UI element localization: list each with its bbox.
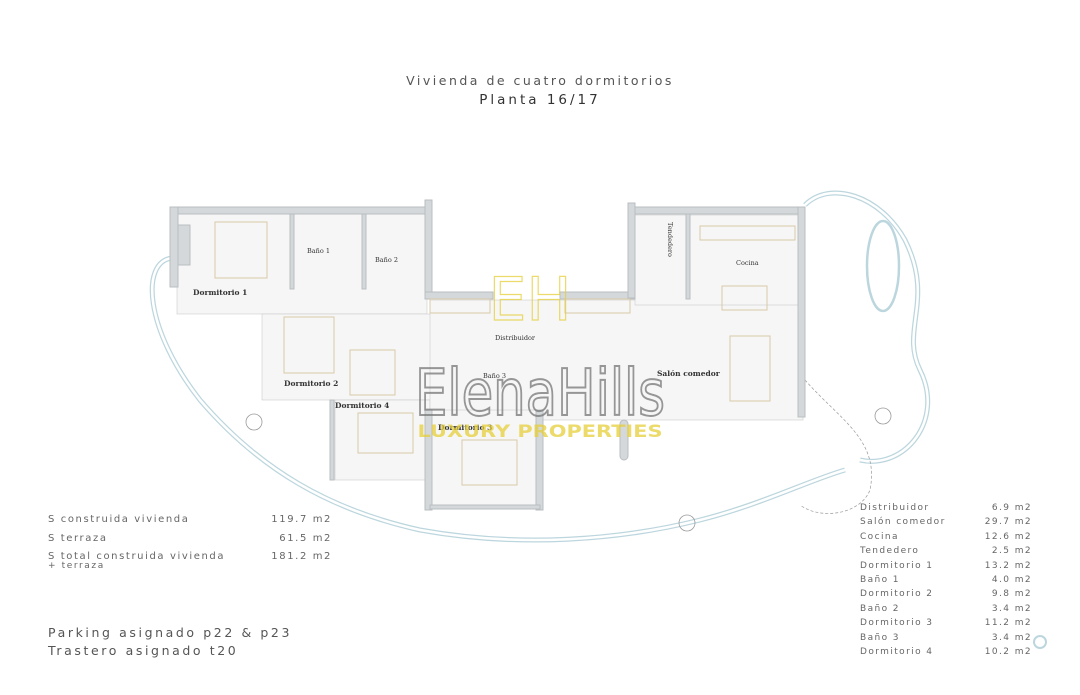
area-value: 4.0 m2: [991, 575, 1032, 585]
area-label: Distribuidor: [860, 503, 930, 513]
area-label: Dormitorio 4: [860, 647, 934, 657]
area-value: 9.8 m2: [991, 589, 1032, 600]
room-label-dormitorio1: Dormitorio 1: [193, 288, 247, 297]
summary-label: S terraza: [48, 533, 108, 544]
terrace-outline-right: [803, 190, 931, 464]
area-label: Cocina: [860, 531, 899, 542]
room-label-bano3: Baño 3: [483, 372, 506, 380]
area-label: Dormitorio 3: [860, 618, 934, 629]
planter: [865, 219, 901, 313]
terrace-dashed-edge: [799, 379, 872, 514]
area-label: Tendedero: [860, 546, 920, 557]
area-value: 2.5 m2: [991, 546, 1032, 557]
area-label: Salón comedor: [860, 517, 946, 528]
summary-value: 119.7 m2: [271, 514, 332, 525]
area-label: Baño 2: [860, 603, 900, 614]
summary-value: 181.2 m2: [271, 551, 332, 562]
summary-label-cont: + terraza: [48, 561, 105, 571]
room-label-dormitorio3: Dormitorio 3: [438, 423, 492, 432]
area-label: Dormitorio 1: [860, 560, 934, 571]
room-label-cocina: Cocina: [736, 259, 759, 267]
room-label-distribuidor: Distribuidor: [495, 334, 536, 342]
room-label-dormitorio4: Dormitorio 4: [335, 401, 389, 410]
area-value: 6.9 m2: [991, 503, 1032, 513]
furniture: [214, 221, 796, 486]
area-label: Baño 3: [860, 632, 900, 643]
svg-text:LUXURY PROPERTIES: LUXURY PROPERTIES: [418, 422, 663, 442]
watermark-logo: ElenaHills LUXURY PROPERTIES EH: [414, 264, 666, 442]
room-label-tendedero: Tendedero: [666, 222, 674, 257]
svg-text:ElenaHills: ElenaHills: [415, 357, 665, 431]
svg-text:EH: EH: [488, 265, 571, 335]
area-value: 3.4 m2: [991, 632, 1032, 643]
summary-label: S total construida vivienda: [48, 551, 226, 562]
parking-assignment: Parking asignado p22 & p23: [48, 625, 293, 640]
area-label: Baño 1: [860, 575, 900, 585]
room-label-bano1: Baño 1: [307, 247, 330, 255]
area-value: 13.2 m2: [984, 560, 1032, 571]
column: [245, 413, 263, 431]
summary-label: S construida vivienda: [48, 514, 190, 525]
area-label: Dormitorio 2: [860, 589, 934, 600]
area-value: 12.6 m2: [984, 531, 1032, 542]
plan-title: Vivienda de cuatro dormitorios: [406, 73, 674, 88]
room-label-dormitorio2: Dormitorio 2: [284, 379, 338, 388]
summary-value: 61.5 m2: [279, 533, 332, 544]
walls: [169, 199, 806, 511]
storage-assignment: Trastero asignado t20: [48, 643, 239, 658]
area-value: 29.7 m2: [984, 517, 1032, 528]
area-value: 3.4 m2: [991, 603, 1032, 614]
area-value: 11.2 m2: [984, 618, 1032, 629]
room-label-salon: Salón comedor: [657, 369, 721, 378]
area-value: 10.2 m2: [984, 647, 1032, 657]
plan-subtitle: Planta 16/17: [479, 92, 601, 108]
room-label-bano2: Baño 2: [375, 256, 398, 264]
